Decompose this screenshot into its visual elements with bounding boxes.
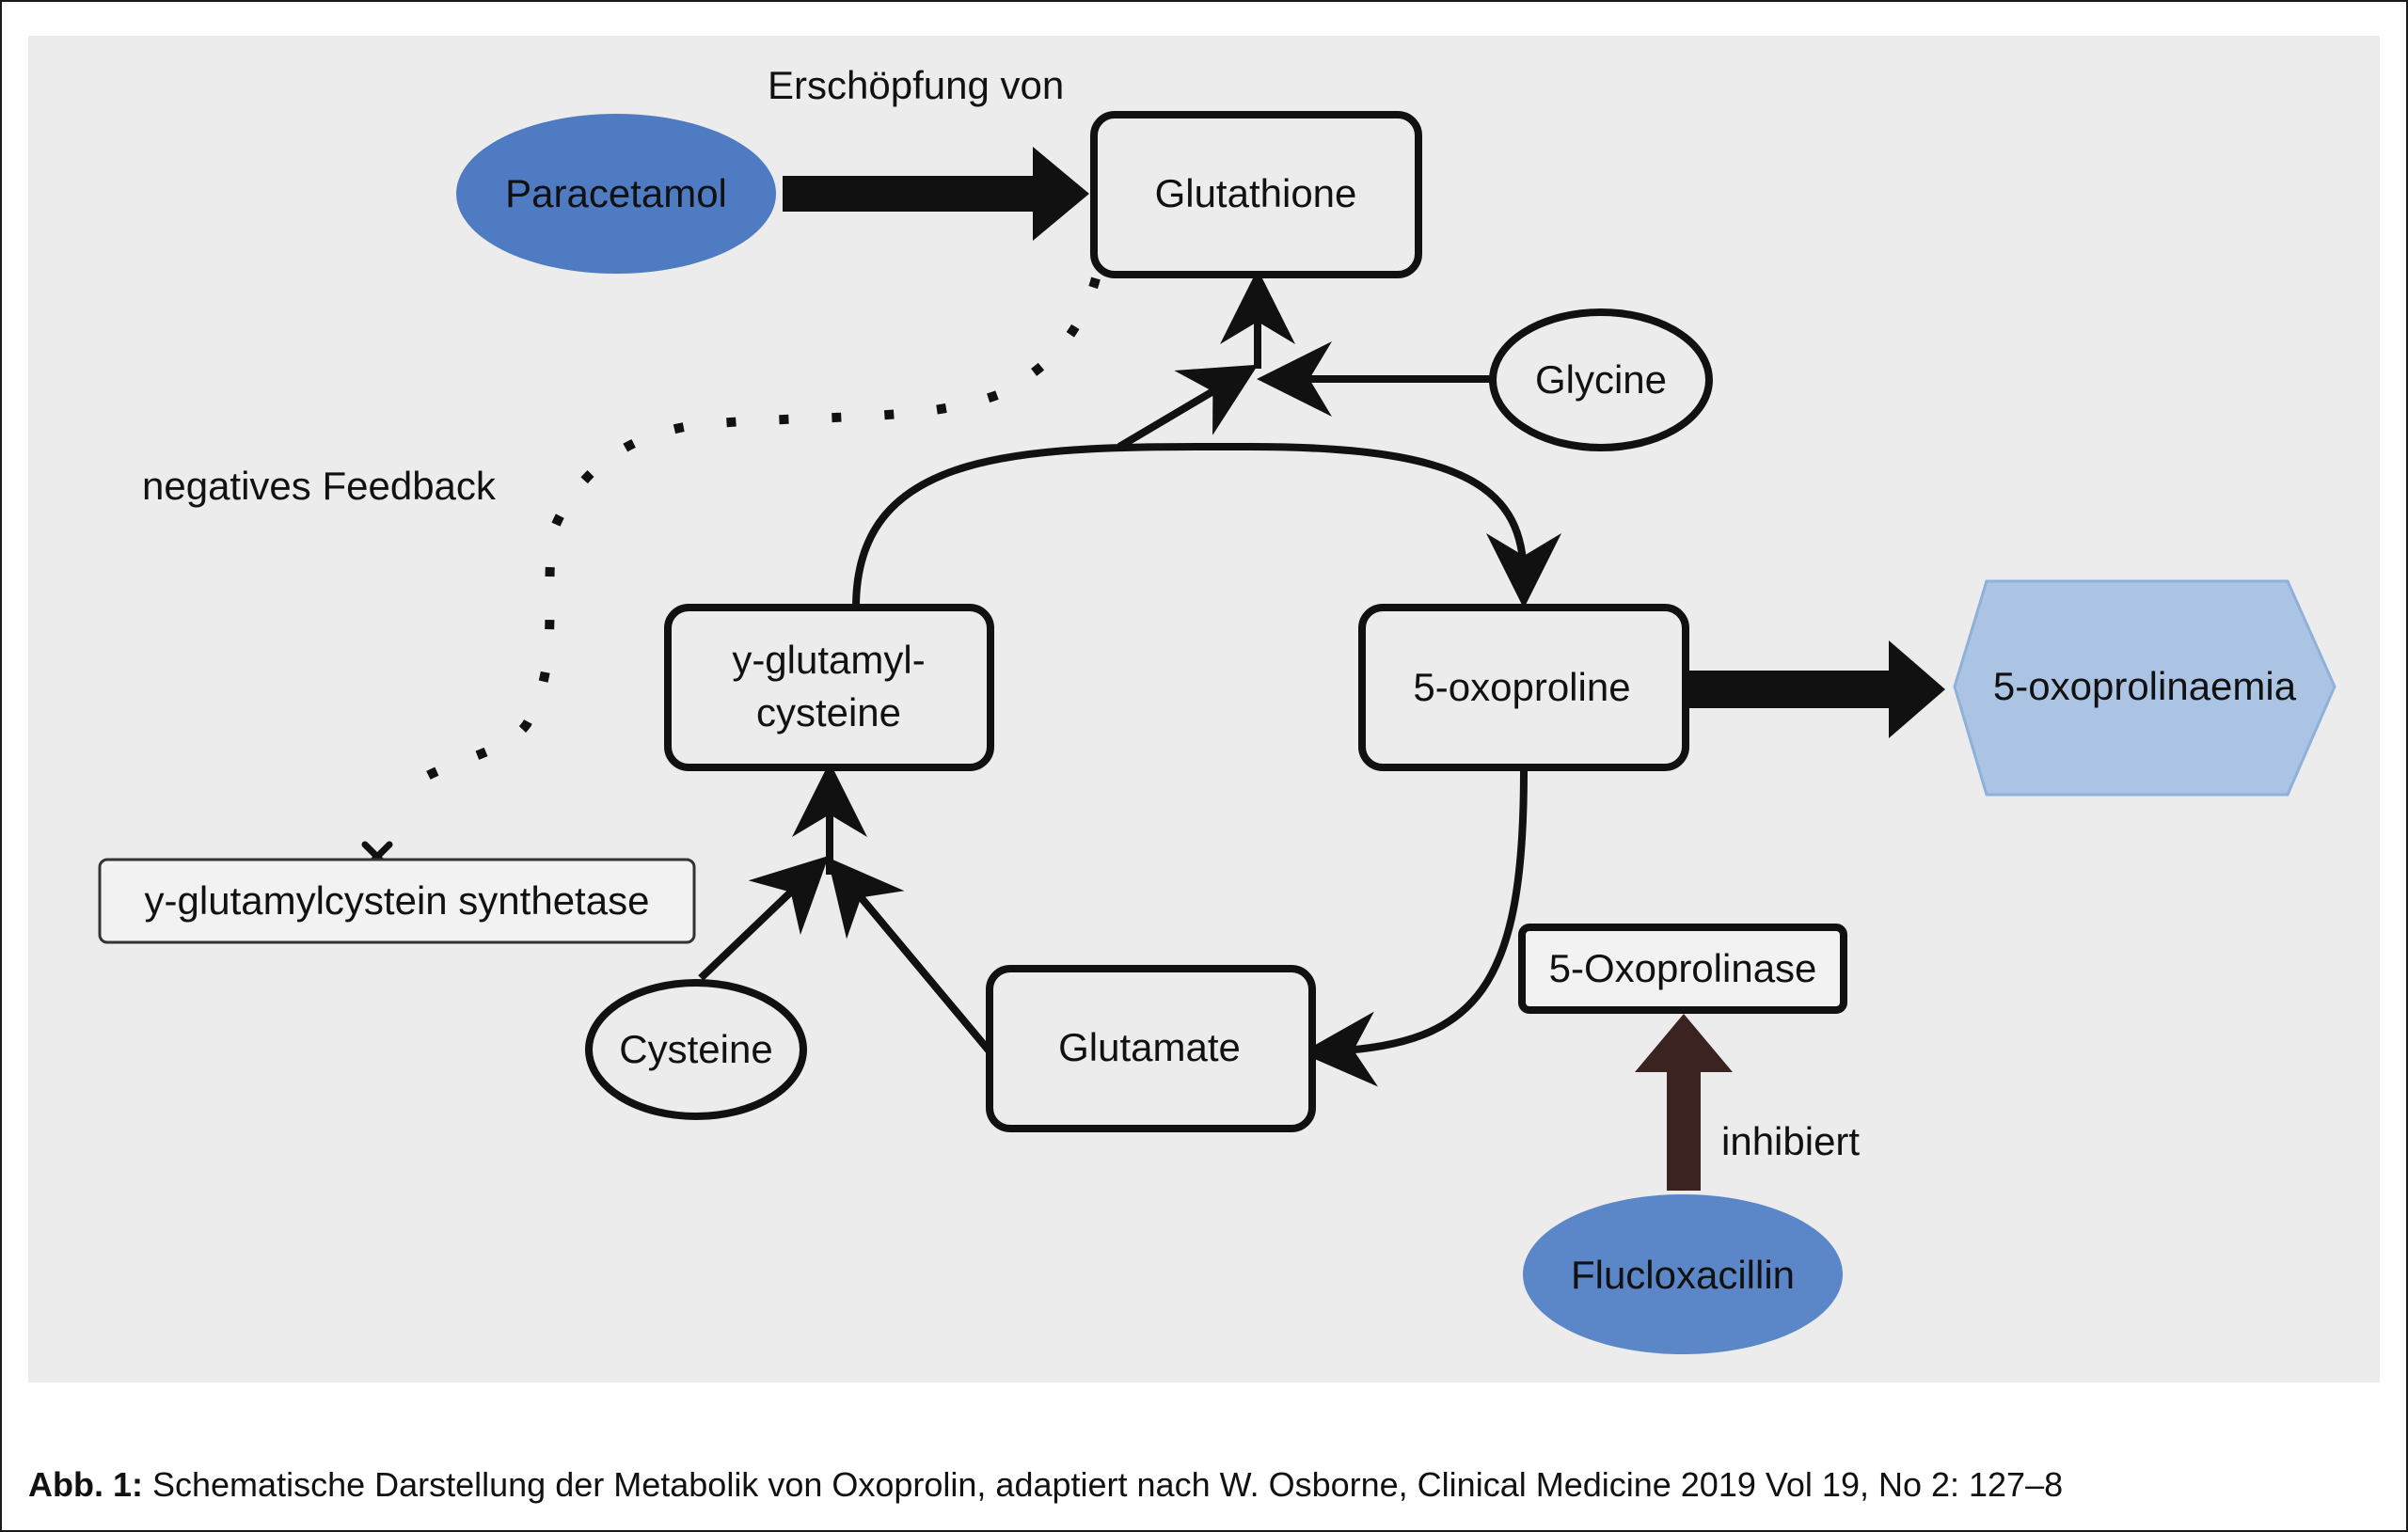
cycle-arc-top bbox=[852, 442, 1561, 608]
node-paracetamol: Paracetamol bbox=[456, 114, 776, 274]
arrow-oxoproline-to-glutamate bbox=[1301, 770, 1528, 1087]
node-oxoprolinaemia: 5-oxoprolinaemia bbox=[1953, 579, 2337, 797]
node-gamma-glutamyl-label-line2: cysteine bbox=[756, 690, 901, 734]
accumulation-arrow bbox=[1686, 640, 1945, 738]
label-negative-feedback: negatives Feedback bbox=[142, 464, 497, 508]
node-oxoproline-label: 5-oxoproline bbox=[1413, 665, 1630, 709]
caption-text: Schematische Darstellung der Metabolik v… bbox=[143, 1465, 2064, 1504]
node-glycine-label: Glycine bbox=[1535, 357, 1667, 402]
node-synthetase: y-glutamylcystein synthetase bbox=[98, 858, 696, 944]
node-paracetamol-label: Paracetamol bbox=[505, 171, 727, 215]
node-synthetase-label: y-glutamylcystein synthetase bbox=[145, 878, 650, 923]
node-flucloxacillin: Flucloxacillin bbox=[1523, 1194, 1843, 1354]
node-glutathione-label: Glutathione bbox=[1155, 171, 1357, 215]
node-glycine: Glycine bbox=[1489, 308, 1713, 451]
node-oxoprolinase: 5-Oxoprolinase bbox=[1518, 924, 1847, 1014]
label-depletion: Erschöpfung von bbox=[768, 63, 1064, 107]
node-cysteine: Cysteine bbox=[585, 979, 807, 1120]
node-cysteine-label: Cysteine bbox=[619, 1027, 772, 1071]
node-gamma-glutamylcysteine: y-glutamyl- cysteine bbox=[664, 604, 994, 771]
node-oxoprolinase-label: 5-Oxoprolinase bbox=[1549, 946, 1817, 990]
node-glutathione: Glutathione bbox=[1090, 111, 1422, 278]
node-flucloxacillin-label: Flucloxacillin bbox=[1571, 1253, 1795, 1297]
node-oxoprolinaemia-label: 5-oxoprolinaemia bbox=[1993, 664, 2297, 708]
figure-caption: Abb. 1: Schematische Darstellung der Met… bbox=[28, 1465, 2063, 1505]
inhibition-arrow bbox=[1635, 1014, 1733, 1191]
arrow-to-junction bbox=[1117, 364, 1259, 450]
node-oxoproline: 5-oxoproline bbox=[1358, 604, 1689, 771]
arrow-cysteine-to-junction bbox=[698, 855, 830, 981]
node-glutamate: Glutamate bbox=[986, 965, 1316, 1132]
label-inhibits: inhibiert bbox=[1721, 1119, 1860, 1163]
caption-prefix: Abb. 1: bbox=[28, 1465, 143, 1504]
arrow-glutamate-to-junction bbox=[827, 857, 993, 1054]
node-gamma-glutamyl-label-line1: y-glutamyl- bbox=[732, 638, 925, 682]
depletion-arrow bbox=[783, 147, 1089, 241]
negative-feedback-path bbox=[396, 276, 1101, 798]
node-glutamate-label: Glutamate bbox=[1058, 1025, 1241, 1069]
